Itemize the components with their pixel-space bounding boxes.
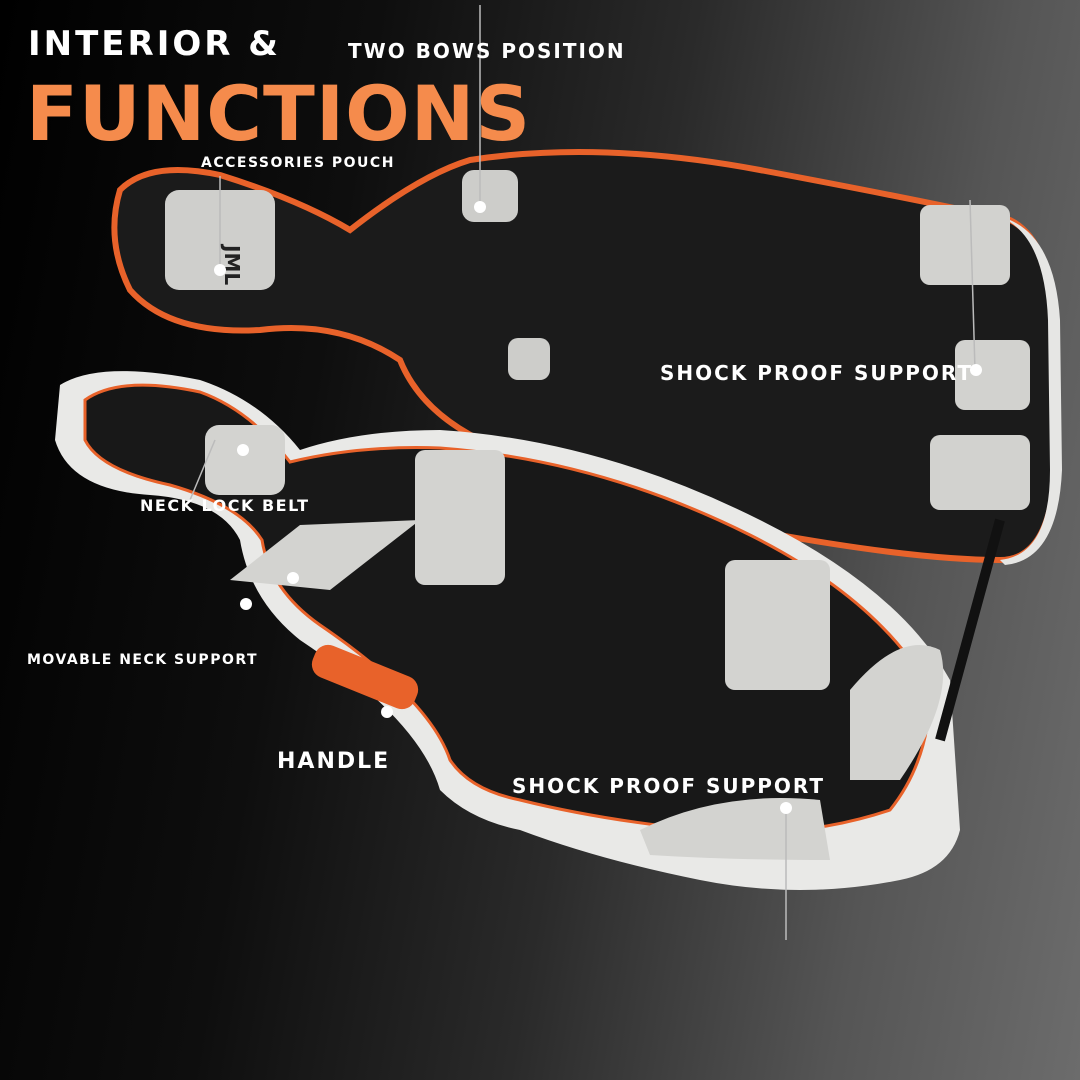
callout-neck-lock-belt: NECK LOCK BELT: [140, 496, 310, 515]
lid-shell-edge: [1000, 220, 1062, 565]
callout-lines: [189, 5, 976, 940]
handle: [311, 644, 419, 710]
neck-lock-belt: [205, 425, 285, 495]
shock-proof-pad: [850, 645, 944, 780]
shock-proof-pad: [930, 435, 1030, 510]
title-line2: FUNCTIONS: [26, 69, 532, 158]
callout-movable-neck-support: MOVABLE NECK SUPPORT: [27, 652, 259, 668]
bow-holder: [508, 338, 550, 380]
callout-handle: HANDLE: [277, 749, 391, 774]
callout-accessories-pouch: ACCESSORIES POUCH: [201, 155, 395, 171]
bow-holder: [462, 170, 518, 222]
callout-dots: [214, 201, 982, 814]
callout-shock-proof-support-bottom: SHOCK PROOF SUPPORT: [512, 774, 826, 798]
callout-shock-proof-support-top: SHOCK PROOF SUPPORT: [660, 361, 974, 385]
callout-two-bows-position: TWO BOWS POSITION: [348, 39, 626, 63]
shock-proof-pad: [920, 205, 1010, 285]
shock-proof-pad: [415, 450, 505, 585]
movable-neck-support: [230, 520, 420, 590]
shock-proof-pad: [640, 798, 830, 860]
shoulder-strap: [935, 518, 1005, 742]
title-line1: INTERIOR &: [28, 24, 281, 64]
shock-proof-pad: [955, 340, 1030, 410]
shock-proof-pad: [725, 560, 830, 690]
brand-logo: JML: [220, 243, 244, 285]
